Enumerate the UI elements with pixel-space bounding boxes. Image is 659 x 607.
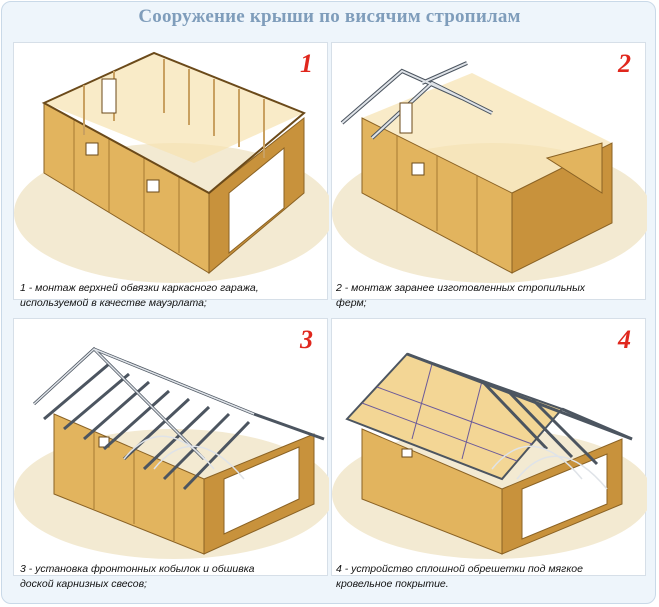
step-3-panel: 3 — [13, 318, 329, 577]
step-4-illustration — [332, 319, 647, 577]
step-2-caption-line2: ферм; — [336, 297, 367, 309]
step-2-caption-line1: 2 - монтаж заранее изготовленных стропил… — [336, 282, 586, 294]
step-1-caption-line1: 1 - монтаж верхней обвязки каркасного га… — [20, 282, 259, 294]
page-title: Сооружение крыши по висячим стропилам — [138, 6, 521, 27]
step-2-panel: 2 — [331, 42, 647, 301]
step-3-caption-line1: 3 - установка фронтонных кобылок и обшив… — [20, 563, 255, 575]
step-1-panel: 1 — [13, 42, 329, 301]
step-1-number: 1 — [300, 49, 313, 78]
step-4-caption-line1: 4 - устройство сплошной обрешетки под мя… — [336, 563, 583, 575]
step-2-number: 2 — [618, 49, 631, 78]
step-2-illustration — [332, 43, 647, 301]
step-4-number: 4 — [618, 325, 631, 354]
step-4-caption: 4 - устройство сплошной обрешетки под мя… — [336, 562, 636, 592]
step-2-caption: 2 - монтаж заранее изготовленных стропил… — [336, 281, 636, 311]
step-4-panel: 4 — [331, 318, 647, 577]
step-3-caption-line2: доской карнизных свесов; — [20, 578, 147, 590]
step-1-illustration — [14, 43, 329, 301]
step-1-caption: 1 - монтаж верхней обвязки каркасного га… — [20, 281, 320, 311]
step-3-caption: 3 - установка фронтонных кобылок и обшив… — [20, 562, 320, 592]
step-3-number: 3 — [300, 325, 313, 354]
step-1-caption-line2: используемой в качестве мауэрлата; — [20, 297, 207, 309]
step-3-illustration — [14, 319, 329, 577]
step-4-caption-line2: кровельное покрытие. — [336, 578, 449, 590]
